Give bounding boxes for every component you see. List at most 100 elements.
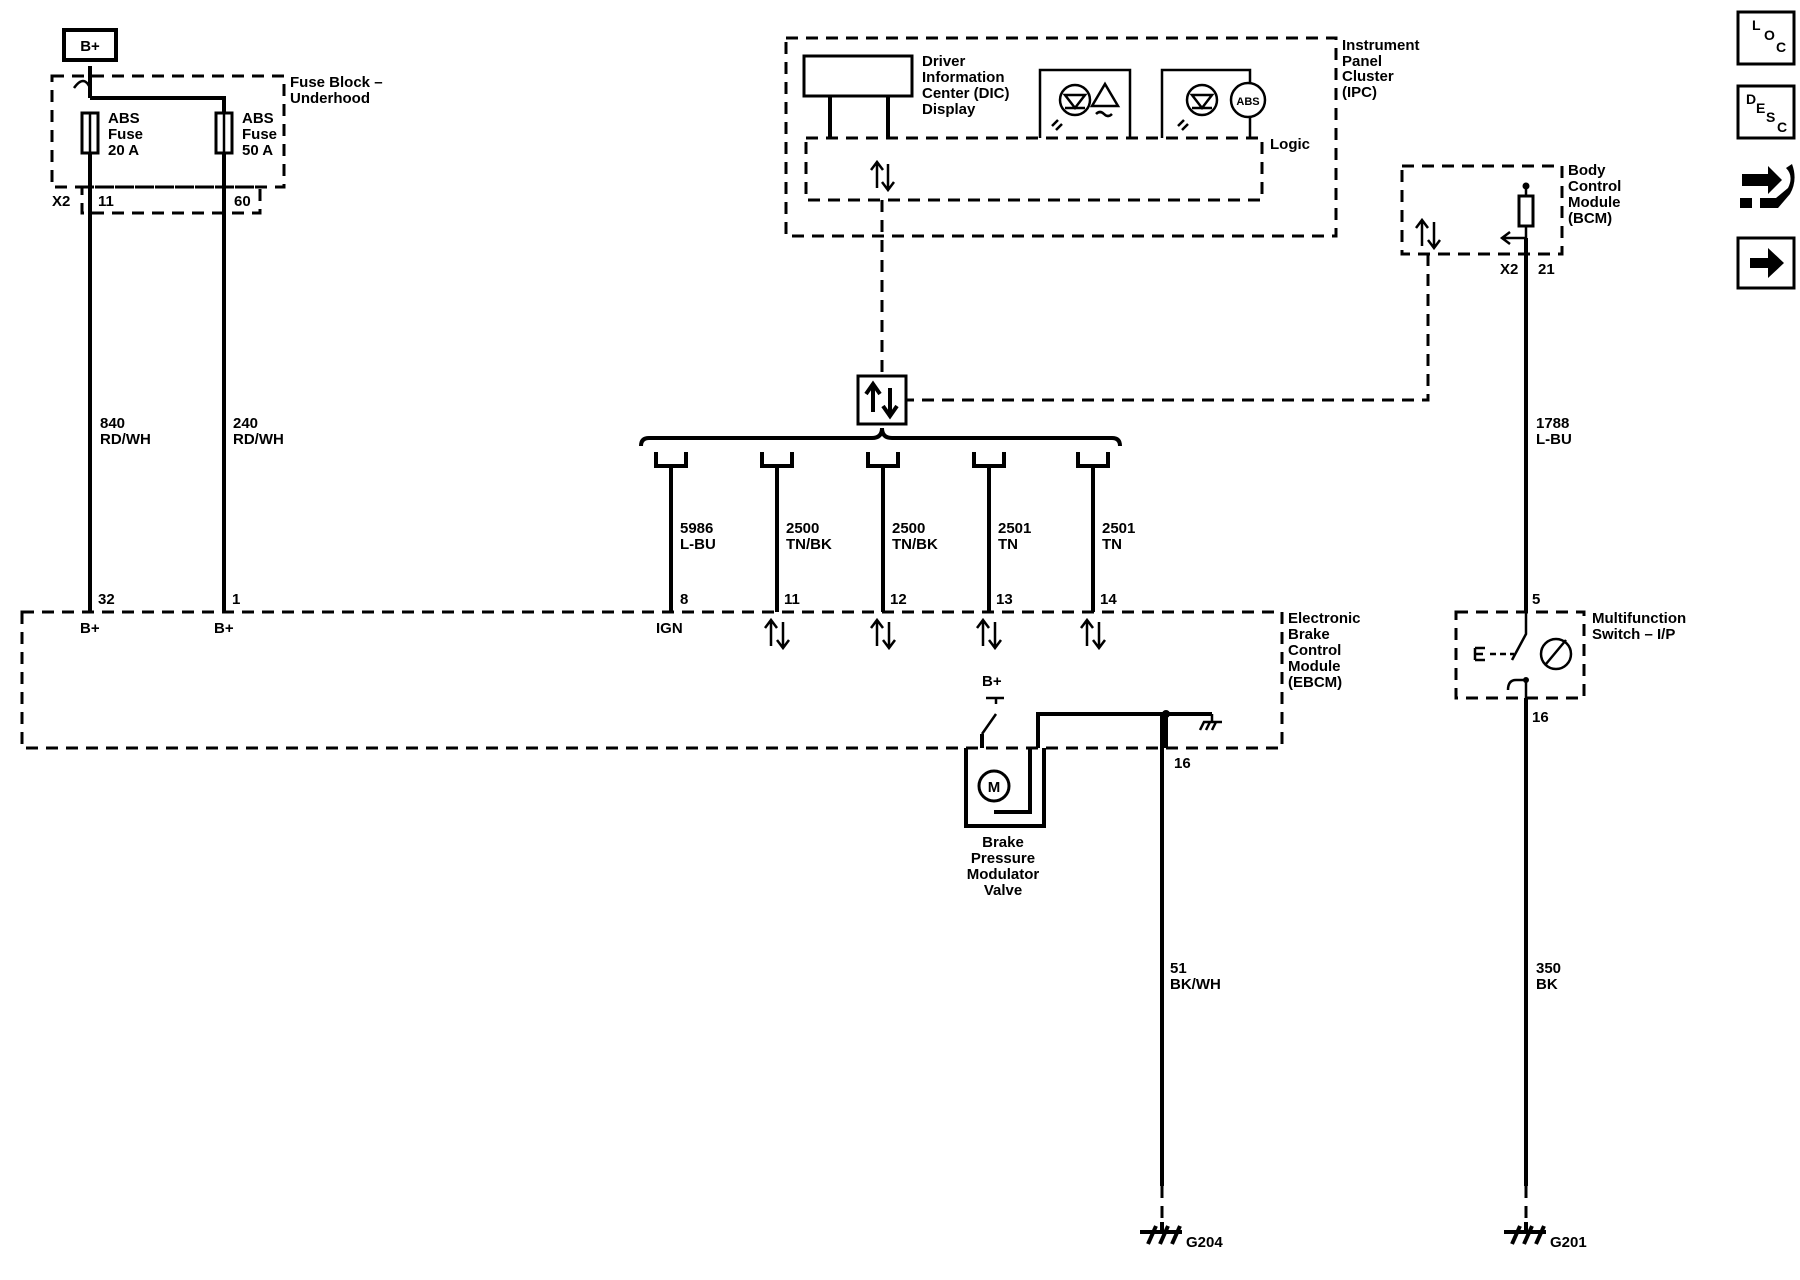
bcm-name-line1: Body — [1568, 162, 1606, 179]
motor-label: M — [988, 779, 1001, 796]
loc-letter-o: O — [1764, 27, 1775, 43]
dic-line2: Information — [922, 69, 1005, 86]
ebcm-pin-8: 8 — [680, 591, 688, 608]
dic-display-icon — [802, 54, 914, 98]
dic-line3: Center (DIC) — [922, 85, 1010, 102]
fuse1-line1: ABS — [108, 110, 140, 127]
ebcm-pin-13: 13 — [996, 591, 1013, 608]
ipc-name-line4: (IPC) — [1342, 84, 1377, 101]
bcm-data-bidirectional-icon — [1415, 217, 1441, 251]
instrument-panel-cluster: Instrument Panel Cluster (IPC) Driver In… — [784, 36, 1420, 238]
wire-51-color: BK/WH — [1170, 976, 1221, 993]
ebcm-pin-32: 32 — [98, 591, 115, 608]
valve-name-line4: Valve — [984, 882, 1022, 899]
switch-e-mark-icon — [1473, 646, 1485, 662]
ebcm-internal-b-plus: B+ — [982, 673, 1002, 690]
switch-pin-5: 5 — [1532, 591, 1540, 608]
wrench-connector-icon — [1740, 164, 1795, 208]
location-button[interactable]: L O C — [1736, 10, 1796, 66]
brake-pressure-modulator-valve: M Brake Pressure Modulator Valve — [964, 734, 1046, 899]
wire-2501a-circuit: 2501 — [998, 520, 1031, 537]
wire-5986-color: L-BU — [680, 536, 716, 553]
ebcm-internal-ground-icon — [1198, 714, 1222, 731]
abs-indicator-text: ABS — [1236, 96, 1259, 108]
ipc-name-line1: Instrument — [1342, 37, 1420, 54]
multifunction-switch: Multifunction Switch – I/P 16 — [1454, 610, 1686, 726]
diagnostic-tools-button[interactable] — [1736, 158, 1796, 216]
fuse-block-underhood: Fuse Block – Underhood X2 11 60 ABS Fuse… — [50, 66, 383, 215]
wire-840-circuit: 840 — [100, 415, 125, 432]
fuse-block-name-line2: Underhood — [290, 90, 370, 107]
ebcm-data-arrows-icon — [764, 617, 1106, 651]
bcm-connector-label: X2 — [1500, 261, 1518, 278]
body-control-module: Body Control Module (BCM) X2 21 — [1400, 162, 1621, 278]
fuse-pin-60: 60 — [234, 193, 251, 210]
wire-2500b-circuit: 2500 — [892, 520, 925, 537]
pump-motor-icon — [977, 769, 1011, 803]
serial-data-bus — [639, 427, 1122, 447]
switch-name-line1: Multifunction — [1592, 610, 1686, 627]
electronic-brake-control-module: Electronic Brake Control Module (EBCM) 3… — [20, 591, 1361, 772]
desc-letter-c: C — [1777, 119, 1787, 135]
serial-data-bcm-link — [905, 254, 1430, 402]
fuse1-line2: Fuse — [108, 126, 143, 143]
bcm-pullup-resistor-icon — [1517, 194, 1535, 228]
abs-indicator-icon: ABS — [1160, 68, 1267, 138]
ipc-name-line2: Panel — [1342, 53, 1382, 70]
fuse-block-connector-label: X2 — [52, 193, 70, 210]
fuse-pin-11: 11 — [98, 193, 114, 210]
wire-2500a-color: TN/BK — [786, 536, 832, 553]
ipc-name-line3: Cluster — [1342, 68, 1394, 85]
bcm-name-line2: Control — [1568, 178, 1621, 195]
bus-taps — [654, 452, 1110, 468]
wire-2500a-circuit: 2500 — [786, 520, 819, 537]
ebcm-pin-14: 14 — [1100, 591, 1117, 608]
serial-data-splice-icon — [856, 374, 908, 426]
wire-2501b-color: TN — [1102, 536, 1122, 553]
fuse-block-name-line1: Fuse Block – — [290, 74, 383, 91]
loc-letter-c: C — [1776, 39, 1786, 55]
traction-control-indicator-icon — [1038, 68, 1132, 138]
ebcm-name-line2: Brake — [1288, 626, 1330, 643]
wire-5986-circuit: 5986 — [680, 520, 713, 537]
next-page-button[interactable] — [1736, 236, 1796, 290]
dic-line4: Display — [922, 101, 976, 118]
ground-g204-label: G204 — [1186, 1234, 1223, 1251]
wire-1788-color: L-BU — [1536, 431, 1572, 448]
ipc-logic-label: Logic — [1270, 136, 1310, 153]
battery-power-source: B+ — [62, 28, 118, 62]
ground-g204-icon: G204 — [1140, 1222, 1223, 1251]
power-source-label: B+ — [80, 38, 100, 55]
ground-g201-label: G201 — [1550, 1234, 1587, 1251]
wire-2500b-color: TN/BK — [892, 536, 938, 553]
traction-control-switch-icon — [1539, 637, 1573, 671]
desc-letter-e: E — [1756, 100, 1765, 116]
desc-letter-d: D — [1746, 91, 1756, 107]
fuse1-line3: 20 A — [108, 142, 139, 159]
valve-name-line1: Brake — [982, 834, 1024, 851]
ebcm-pin-1: 1 — [232, 591, 240, 608]
ebcm-pin-12: 12 — [890, 591, 907, 608]
dic-line1: Driver — [922, 53, 966, 70]
wire-840-color: RD/WH — [100, 431, 151, 448]
wire-240-color: RD/WH — [233, 431, 284, 448]
ebcm-name-line3: Control — [1288, 642, 1341, 659]
right-arrow-icon — [1750, 248, 1784, 278]
ebcm-term-b-plus-2: B+ — [214, 620, 234, 637]
wire-350-color: BK — [1536, 976, 1558, 993]
ipc-data-bidirectional-icon — [870, 159, 895, 193]
ebcm-name-line1: Electronic — [1288, 610, 1361, 627]
fuse2-line1: ABS — [242, 110, 274, 127]
wire-51-circuit: 51 — [1170, 960, 1187, 977]
valve-name-line2: Pressure — [971, 850, 1035, 867]
ebcm-pin-16: 16 — [1174, 755, 1191, 772]
ebcm-name-line5: (EBCM) — [1288, 674, 1342, 691]
wire-2501a-color: TN — [998, 536, 1018, 553]
bcm-name-line3: Module — [1568, 194, 1621, 211]
description-button[interactable]: D E S C — [1736, 84, 1796, 140]
wire-1788-circuit: 1788 — [1536, 415, 1569, 432]
fuse2-line2: Fuse — [242, 126, 277, 143]
fuse2-line3: 50 A — [242, 142, 273, 159]
switch-name-line2: Switch – I/P — [1592, 626, 1675, 643]
bcm-pin-21: 21 — [1538, 261, 1555, 278]
